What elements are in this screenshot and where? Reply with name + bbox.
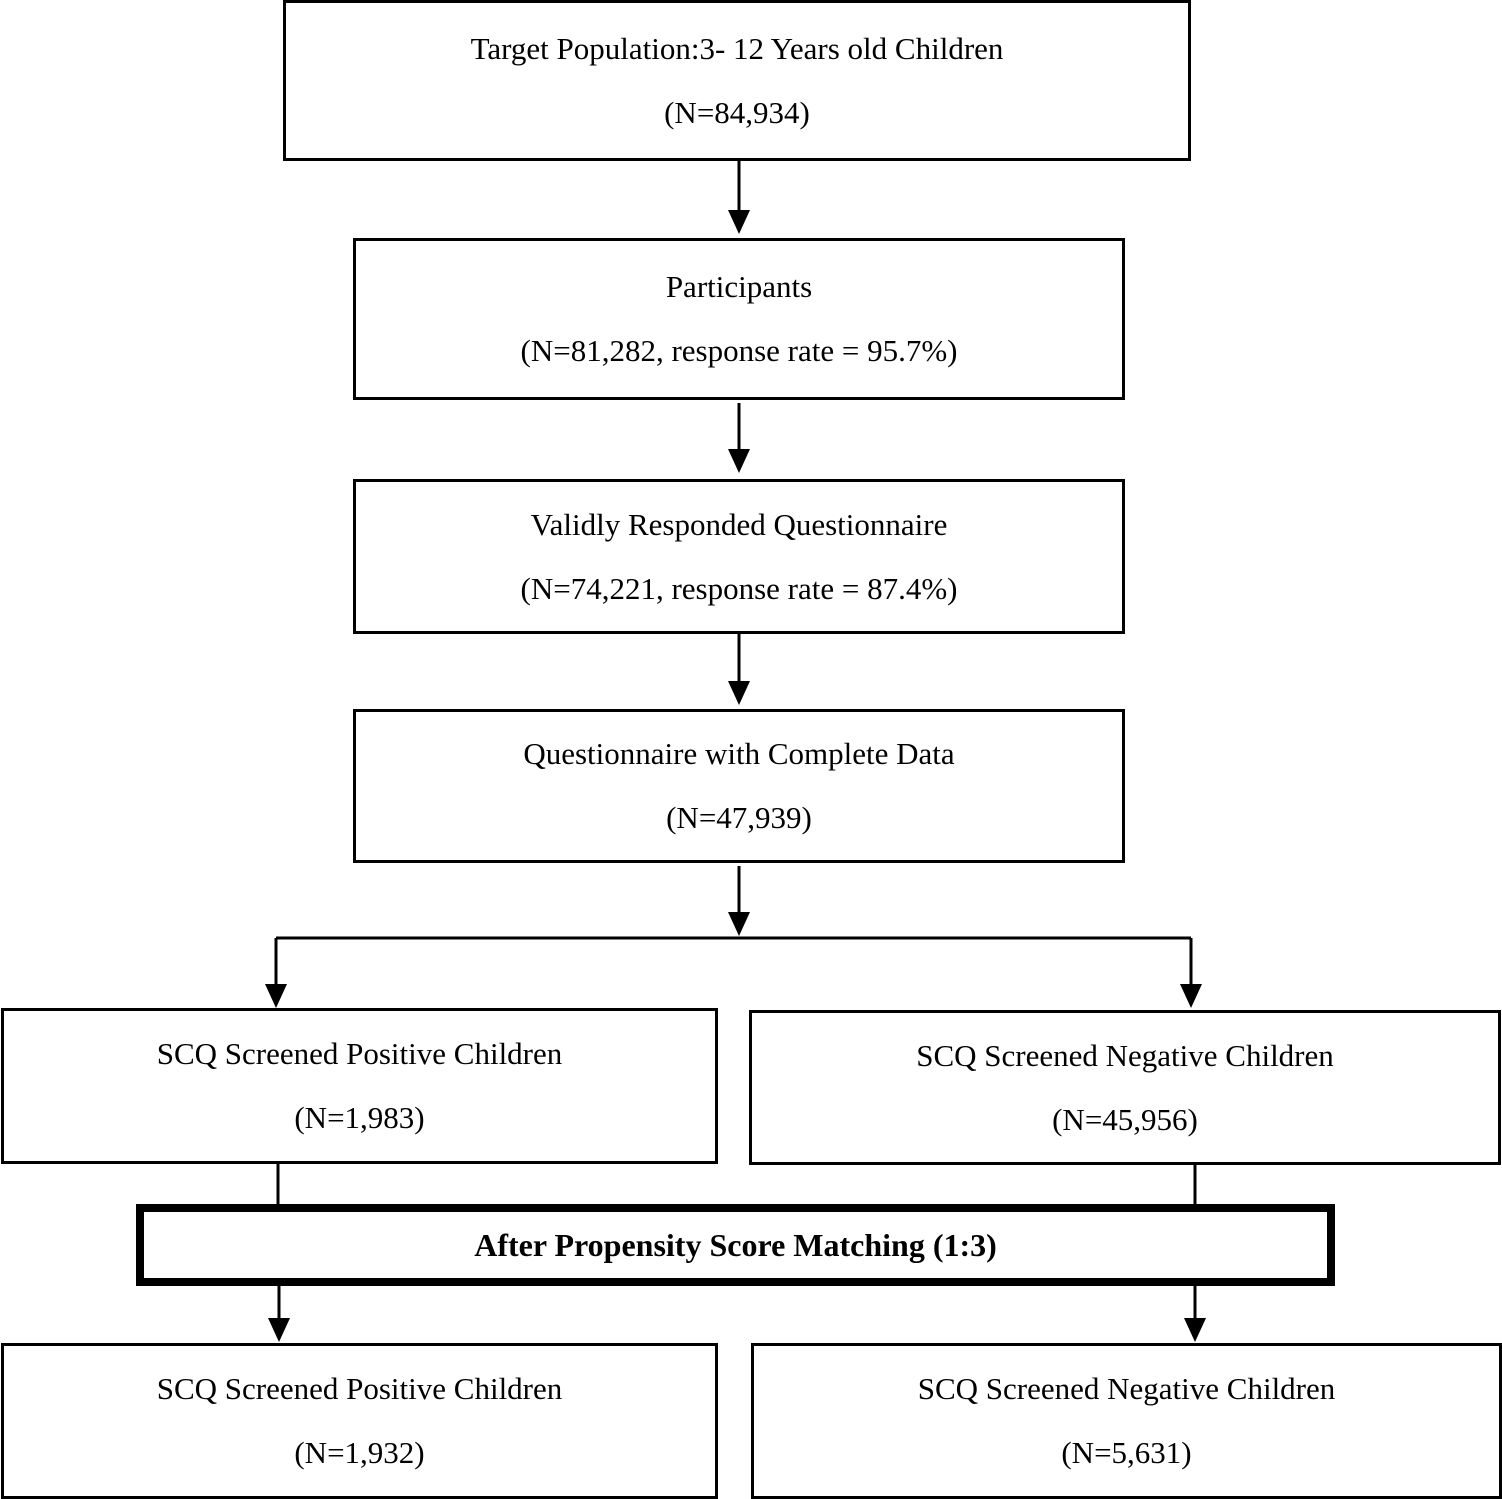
box-title: Questionnaire with Complete Data [523, 736, 955, 771]
arrowhead [1184, 1318, 1206, 1342]
negative-before-matching-box: SCQ Screened Negative Children (N=45,956… [749, 1010, 1501, 1165]
box-count: (N=5,631) [1061, 1435, 1192, 1470]
arrowhead [728, 449, 750, 473]
negative-after-matching-box: SCQ Screened Negative Children (N=5,631) [751, 1343, 1502, 1499]
box-count: (N=1,932) [294, 1435, 425, 1470]
box-count: (N=45,956) [1052, 1101, 1198, 1137]
positive-after-matching-box: SCQ Screened Positive Children (N=1,932) [1, 1343, 718, 1499]
arrowhead [1180, 984, 1202, 1008]
box-count: (N=81,282, response rate = 95.7%) [520, 333, 958, 368]
arrowhead [268, 1318, 290, 1342]
arrowhead [728, 912, 750, 936]
box-count: (N=74,221, response rate = 87.4%) [520, 570, 958, 606]
box-count: (N=84,934) [664, 94, 810, 130]
box-title: Participants [665, 269, 813, 304]
arrowhead [265, 984, 287, 1008]
participants-box: Participants (N=81,282, response rate = … [353, 238, 1125, 400]
propensity-matching-box: After Propensity Score Matching (1:3) [136, 1204, 1335, 1286]
target-population-box: Target Population:3- 12 Years old Childr… [283, 0, 1191, 161]
complete-data-box: Questionnaire with Complete Data (N=47,9… [353, 709, 1125, 863]
box-count: (N=47,939) [666, 800, 812, 835]
positive-before-matching-box: SCQ Screened Positive Children (N=1,983) [1, 1008, 718, 1164]
box-title: SCQ Screened Negative Children [916, 1037, 1334, 1073]
arrowhead [728, 210, 750, 234]
box-title: Validly Responded Questionnaire [530, 506, 948, 542]
matching-label: After Propensity Score Matching (1:3) [474, 1226, 997, 1263]
box-title: SCQ Screened Positive Children [156, 1371, 563, 1406]
valid-responses-box: Validly Responded Questionnaire (N=74,22… [353, 479, 1125, 634]
box-title: SCQ Screened Negative Children [917, 1371, 1336, 1406]
arrowhead [728, 681, 750, 705]
box-title: Target Population:3- 12 Years old Childr… [470, 30, 1004, 66]
box-title: SCQ Screened Positive Children [156, 1036, 563, 1071]
box-count: (N=1,983) [294, 1100, 425, 1135]
